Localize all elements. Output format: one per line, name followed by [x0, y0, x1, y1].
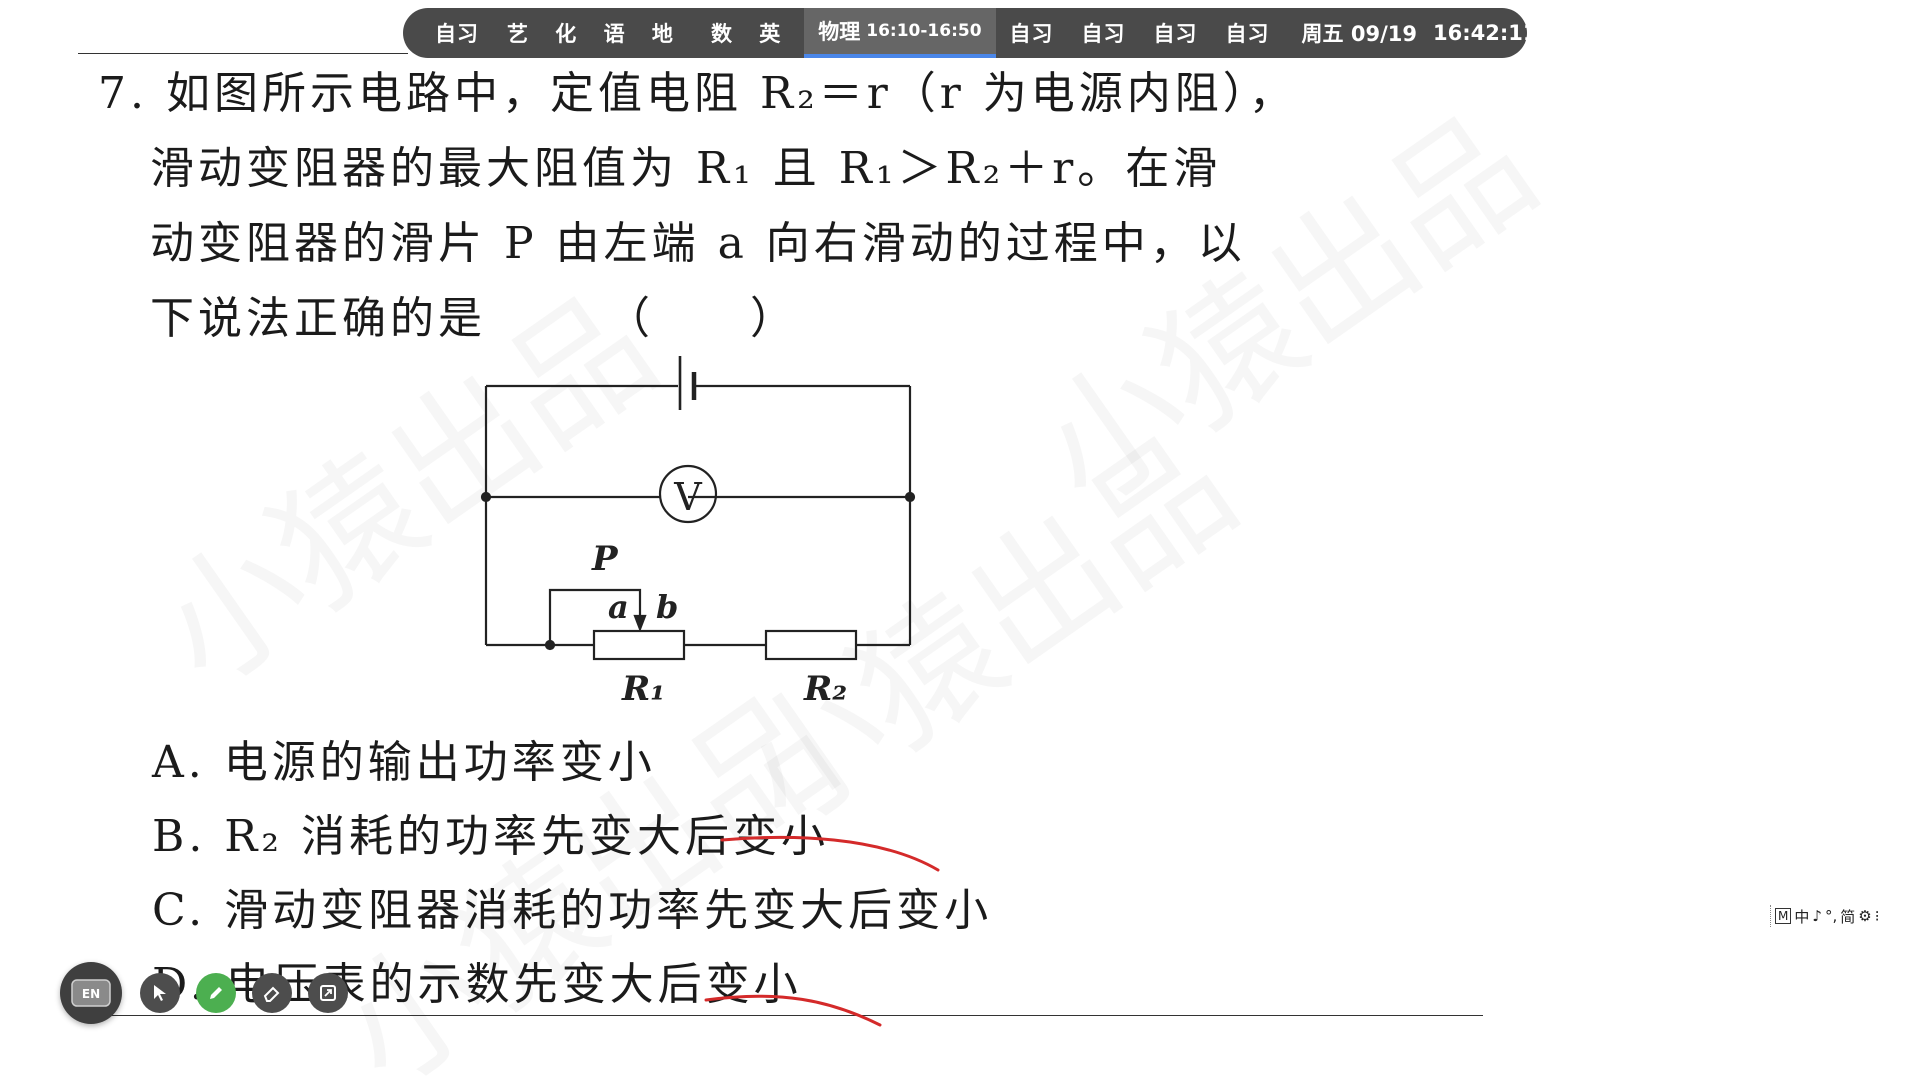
junction-node — [480, 491, 492, 503]
answer-blank: （ ） — [606, 293, 798, 344]
keyboard-icon: EN — [71, 979, 111, 1007]
slider-label: P — [591, 539, 619, 579]
ime-mode-chinese[interactable]: 中 — [1794, 907, 1810, 926]
resistor-r1 — [592, 629, 686, 661]
option-a: A. 电源的输出功率变小 — [152, 737, 656, 788]
schedule-slot[interactable]: 自习 — [1009, 22, 1054, 46]
question-line: 动变阻器的滑片 P 由左端 a 向右滑动的过程中，以 — [150, 218, 1246, 269]
voltmeter — [658, 464, 718, 524]
expand-icon — [320, 985, 336, 1001]
expand-tool-button[interactable] — [308, 973, 348, 1013]
class-schedule-bar: 自习 艺 化 语 地 数 英 物理 16:10-16:50 自习 自习 自习 自… — [403, 8, 1537, 58]
clock-time: 16:42:11 — [1432, 21, 1538, 45]
question-line: 下说法正确的是（ ） — [150, 293, 798, 344]
junction-node — [904, 491, 916, 503]
ime-halfwidth-icon[interactable]: ♪ — [1812, 907, 1822, 925]
r2-label: R₂ — [803, 669, 847, 709]
ime-more-icon[interactable]: ⁝ — [1874, 907, 1880, 925]
schedule-slot[interactable]: 自习 — [1225, 22, 1270, 46]
floating-toolbar: EN — [60, 962, 348, 1024]
cursor-tool-button[interactable] — [140, 973, 180, 1013]
ime-toolbar[interactable]: M 中 ♪ °, 简 ⚙ ⁝ — [1770, 905, 1879, 927]
slider-arrow-icon — [633, 614, 647, 633]
end-b-label: b — [656, 588, 678, 626]
schedule-slot-current[interactable]: 物理 16:10-16:50 — [804, 8, 996, 58]
option-c: C. 滑动变阻器消耗的功率先变大后变小 — [152, 885, 993, 936]
ime-logo-icon[interactable]: M — [1775, 908, 1792, 924]
current-period-time: 16:10-16:50 — [866, 21, 982, 41]
end-a-label: a — [608, 588, 629, 626]
question-line: 7. 如图所示电路中，定值电阻 R₂＝r（r 为电源内阻）， — [98, 68, 1297, 119]
schedule-slot[interactable]: 自习 — [435, 22, 479, 46]
language-badge: EN — [82, 987, 100, 1001]
pen-tool-button[interactable] — [196, 973, 236, 1013]
slider-wire — [548, 588, 642, 645]
circuit-diagram: V P a b R₁ R₂ — [480, 356, 916, 709]
schedule-slot[interactable]: 自习 — [1153, 22, 1198, 46]
schedule-slot[interactable]: 艺 化 语 地 — [507, 22, 683, 46]
schedule-slot[interactable]: 自习 — [1081, 22, 1126, 46]
r1-label: R₁ — [621, 669, 665, 709]
option-b: B. R₂ 消耗的功率先变大后变小 — [152, 811, 830, 862]
eraser-tool-button[interactable] — [252, 973, 292, 1013]
ime-punctuation-icon[interactable]: °, — [1824, 907, 1838, 925]
page-top-rule — [78, 53, 408, 54]
weekday-date: 周五 09/19 — [1301, 22, 1417, 46]
language-switch-button[interactable]: EN — [60, 962, 122, 1024]
ime-simplified-toggle[interactable]: 简 — [1840, 907, 1856, 926]
date-clock: 周五 09/19 16:42:11 — [1288, 8, 1552, 58]
resistor-r2 — [764, 629, 858, 661]
voltmeter-label: V — [673, 475, 702, 519]
cursor-icon — [154, 985, 166, 1001]
question-line: 滑动变阻器的最大阻值为 R₁ 且 R₁＞R₂＋r。在滑 — [150, 143, 1222, 194]
eraser-icon — [263, 986, 280, 1002]
pen-icon — [210, 987, 222, 999]
question-stem: 7. 如图所示电路中，定值电阻 R₂＝r（r 为电源内阻）， 滑动变阻器的最大阻… — [98, 56, 1297, 356]
schedule-slot[interactable]: 数 英 — [710, 22, 791, 46]
ime-settings-icon[interactable]: ⚙ — [1858, 907, 1872, 925]
